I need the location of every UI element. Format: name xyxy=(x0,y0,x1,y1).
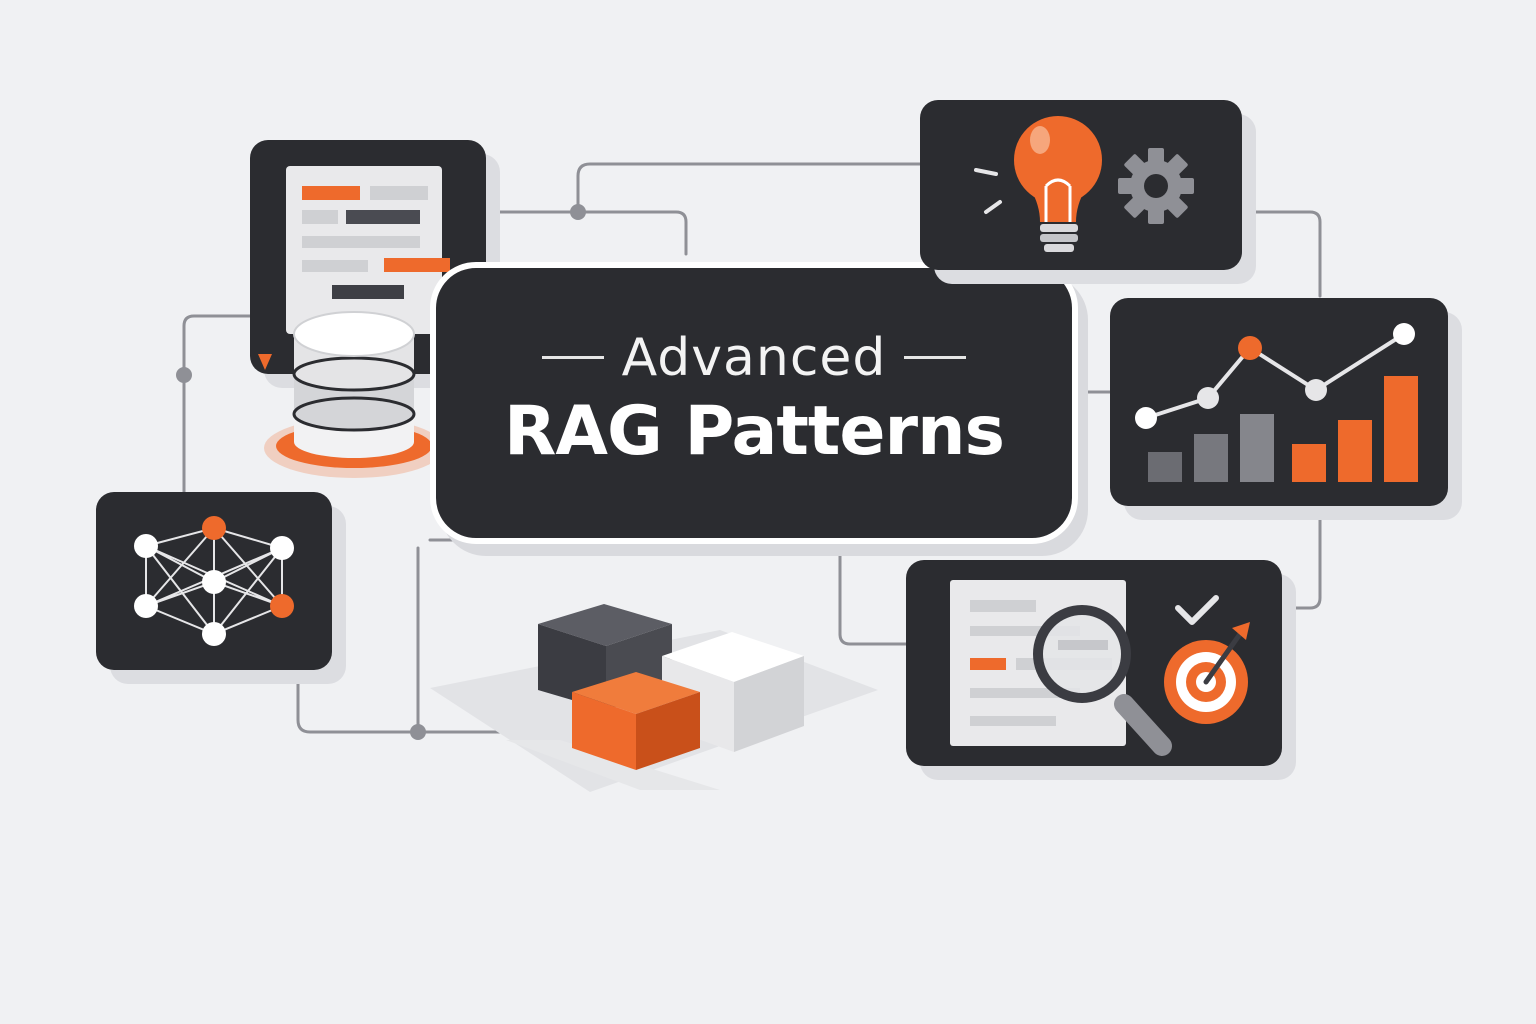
title-card: Advanced RAG Patterns xyxy=(430,262,1078,544)
title-subtitle-line: Advanced xyxy=(436,328,1072,388)
title-subtitle: Advanced xyxy=(621,328,887,388)
left-dash xyxy=(541,355,604,359)
title-main: RAG Patterns xyxy=(504,392,1005,471)
right-dash xyxy=(904,355,967,359)
